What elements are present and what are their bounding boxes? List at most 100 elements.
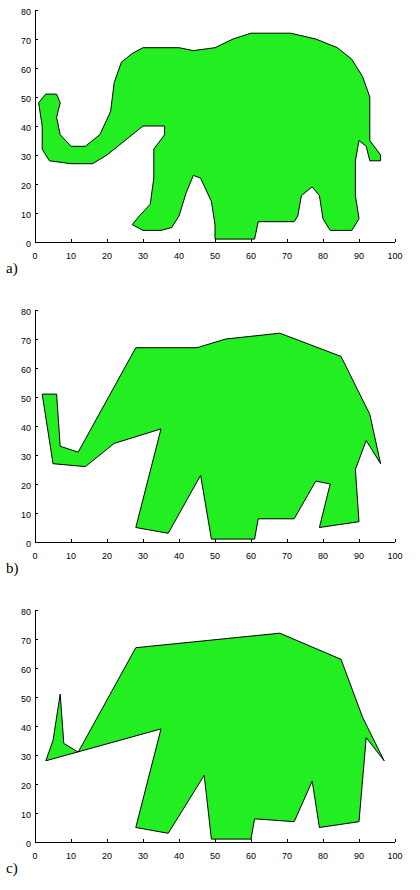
tick-label-box: 40 <box>174 246 184 262</box>
y-tick-label: 80 <box>21 7 31 17</box>
tick-marks <box>35 610 395 842</box>
tick-label-box: 0 <box>26 534 31 550</box>
plot-a <box>35 10 395 242</box>
x-tick-label: 70 <box>282 551 292 561</box>
tick-label-box: 30 <box>21 747 31 763</box>
tick-label-box: 100 <box>387 246 402 262</box>
tick-label-box: 50 <box>21 689 31 705</box>
y-tick-label: 0 <box>26 239 31 249</box>
x-tick-label: 40 <box>174 251 184 261</box>
tick-label-box: 0 <box>32 546 37 562</box>
x-tick-label: 30 <box>138 251 148 261</box>
y-tick-label: 10 <box>21 210 31 220</box>
tick-label-box: 90 <box>354 846 364 862</box>
x-tick-label: 70 <box>282 251 292 261</box>
y-tick-label: 10 <box>21 810 31 820</box>
tick-label-box: 50 <box>21 89 31 105</box>
x-tick-label: 90 <box>354 551 364 561</box>
x-tick-label: 20 <box>102 851 112 861</box>
tick-label-box: 0 <box>26 834 31 850</box>
x-tick-label: 50 <box>210 851 220 861</box>
tick-label-box: 70 <box>282 246 292 262</box>
tick-label-box: 10 <box>21 805 31 821</box>
panel-label-box: b) <box>6 560 19 576</box>
tick-marks <box>35 10 395 242</box>
tick-label-box: 90 <box>354 546 364 562</box>
tick-label-box: 80 <box>318 246 328 262</box>
y-tick-label: 80 <box>21 607 31 617</box>
y-tick-label: 70 <box>21 36 31 46</box>
x-tick-label: 80 <box>318 251 328 261</box>
x-tick-label: 90 <box>354 851 364 861</box>
x-tick-label: 50 <box>210 551 220 561</box>
panel-label: a) <box>6 260 18 276</box>
tick-marks <box>35 310 395 542</box>
panel-label: c) <box>6 860 18 876</box>
tick-label-box: 20 <box>21 176 31 192</box>
tick-label-box: 90 <box>354 246 364 262</box>
tick-label-box: 20 <box>102 246 112 262</box>
axes <box>35 310 395 542</box>
y-tick-label: 60 <box>21 665 31 675</box>
tick-label-box: 70 <box>282 546 292 562</box>
tick-label-box: 10 <box>66 846 76 862</box>
tick-label-box: 70 <box>21 331 31 347</box>
y-tick-label: 0 <box>26 539 31 549</box>
tick-label-box: 30 <box>21 147 31 163</box>
tick-label-box: 30 <box>138 846 148 862</box>
y-tick-label: 50 <box>21 94 31 104</box>
x-tick-label: 50 <box>210 251 220 261</box>
y-tick-label: 50 <box>21 694 31 704</box>
tick-label-box: 30 <box>21 447 31 463</box>
tick-label-box: 80 <box>318 846 328 862</box>
y-tick-label: 40 <box>21 423 31 433</box>
y-tick-label: 70 <box>21 636 31 646</box>
x-tick-label: 40 <box>174 851 184 861</box>
x-tick-label: 30 <box>138 851 148 861</box>
tick-label-box: 100 <box>387 546 402 562</box>
tick-label-box: 40 <box>174 546 184 562</box>
tick-label-box: 70 <box>21 631 31 647</box>
x-tick-label: 100 <box>387 551 402 561</box>
tick-label-box: 70 <box>21 31 31 47</box>
x-tick-label: 90 <box>354 251 364 261</box>
y-tick-label: 20 <box>21 181 31 191</box>
x-tick-label: 10 <box>66 551 76 561</box>
x-tick-label: 20 <box>102 251 112 261</box>
elephant-polygon <box>46 633 384 839</box>
y-tick-label: 80 <box>21 307 31 317</box>
tick-label-box: 60 <box>246 846 256 862</box>
tick-label-box: 40 <box>21 418 31 434</box>
y-tick-label: 60 <box>21 365 31 375</box>
tick-label-box: 40 <box>21 718 31 734</box>
elephant-polygon <box>39 33 381 239</box>
tick-label-box: 60 <box>21 660 31 676</box>
x-tick-label: 10 <box>66 851 76 861</box>
tick-label-box: 80 <box>21 602 31 618</box>
axes <box>35 10 395 242</box>
tick-label-box: 50 <box>210 246 220 262</box>
tick-label-box: 70 <box>282 846 292 862</box>
y-tick-label: 40 <box>21 723 31 733</box>
y-tick-label: 30 <box>21 752 31 762</box>
tick-label-box: 40 <box>21 118 31 134</box>
x-tick-label: 80 <box>318 551 328 561</box>
tick-label-box: 60 <box>21 360 31 376</box>
panel-label: b) <box>6 560 19 576</box>
x-tick-label: 10 <box>66 251 76 261</box>
x-tick-label: 0 <box>32 551 37 561</box>
tick-label-box: 100 <box>387 846 402 862</box>
tick-label-box: 30 <box>138 246 148 262</box>
y-tick-label: 70 <box>21 336 31 346</box>
tick-label-box: 10 <box>66 246 76 262</box>
tick-label-box: 60 <box>21 60 31 76</box>
tick-label-box: 50 <box>210 846 220 862</box>
tick-label-box: 50 <box>210 546 220 562</box>
panel-label-box: c) <box>6 860 18 876</box>
tick-label-box: 10 <box>21 205 31 221</box>
y-tick-label: 40 <box>21 123 31 133</box>
x-tick-label: 20 <box>102 551 112 561</box>
plot-c <box>35 610 395 842</box>
